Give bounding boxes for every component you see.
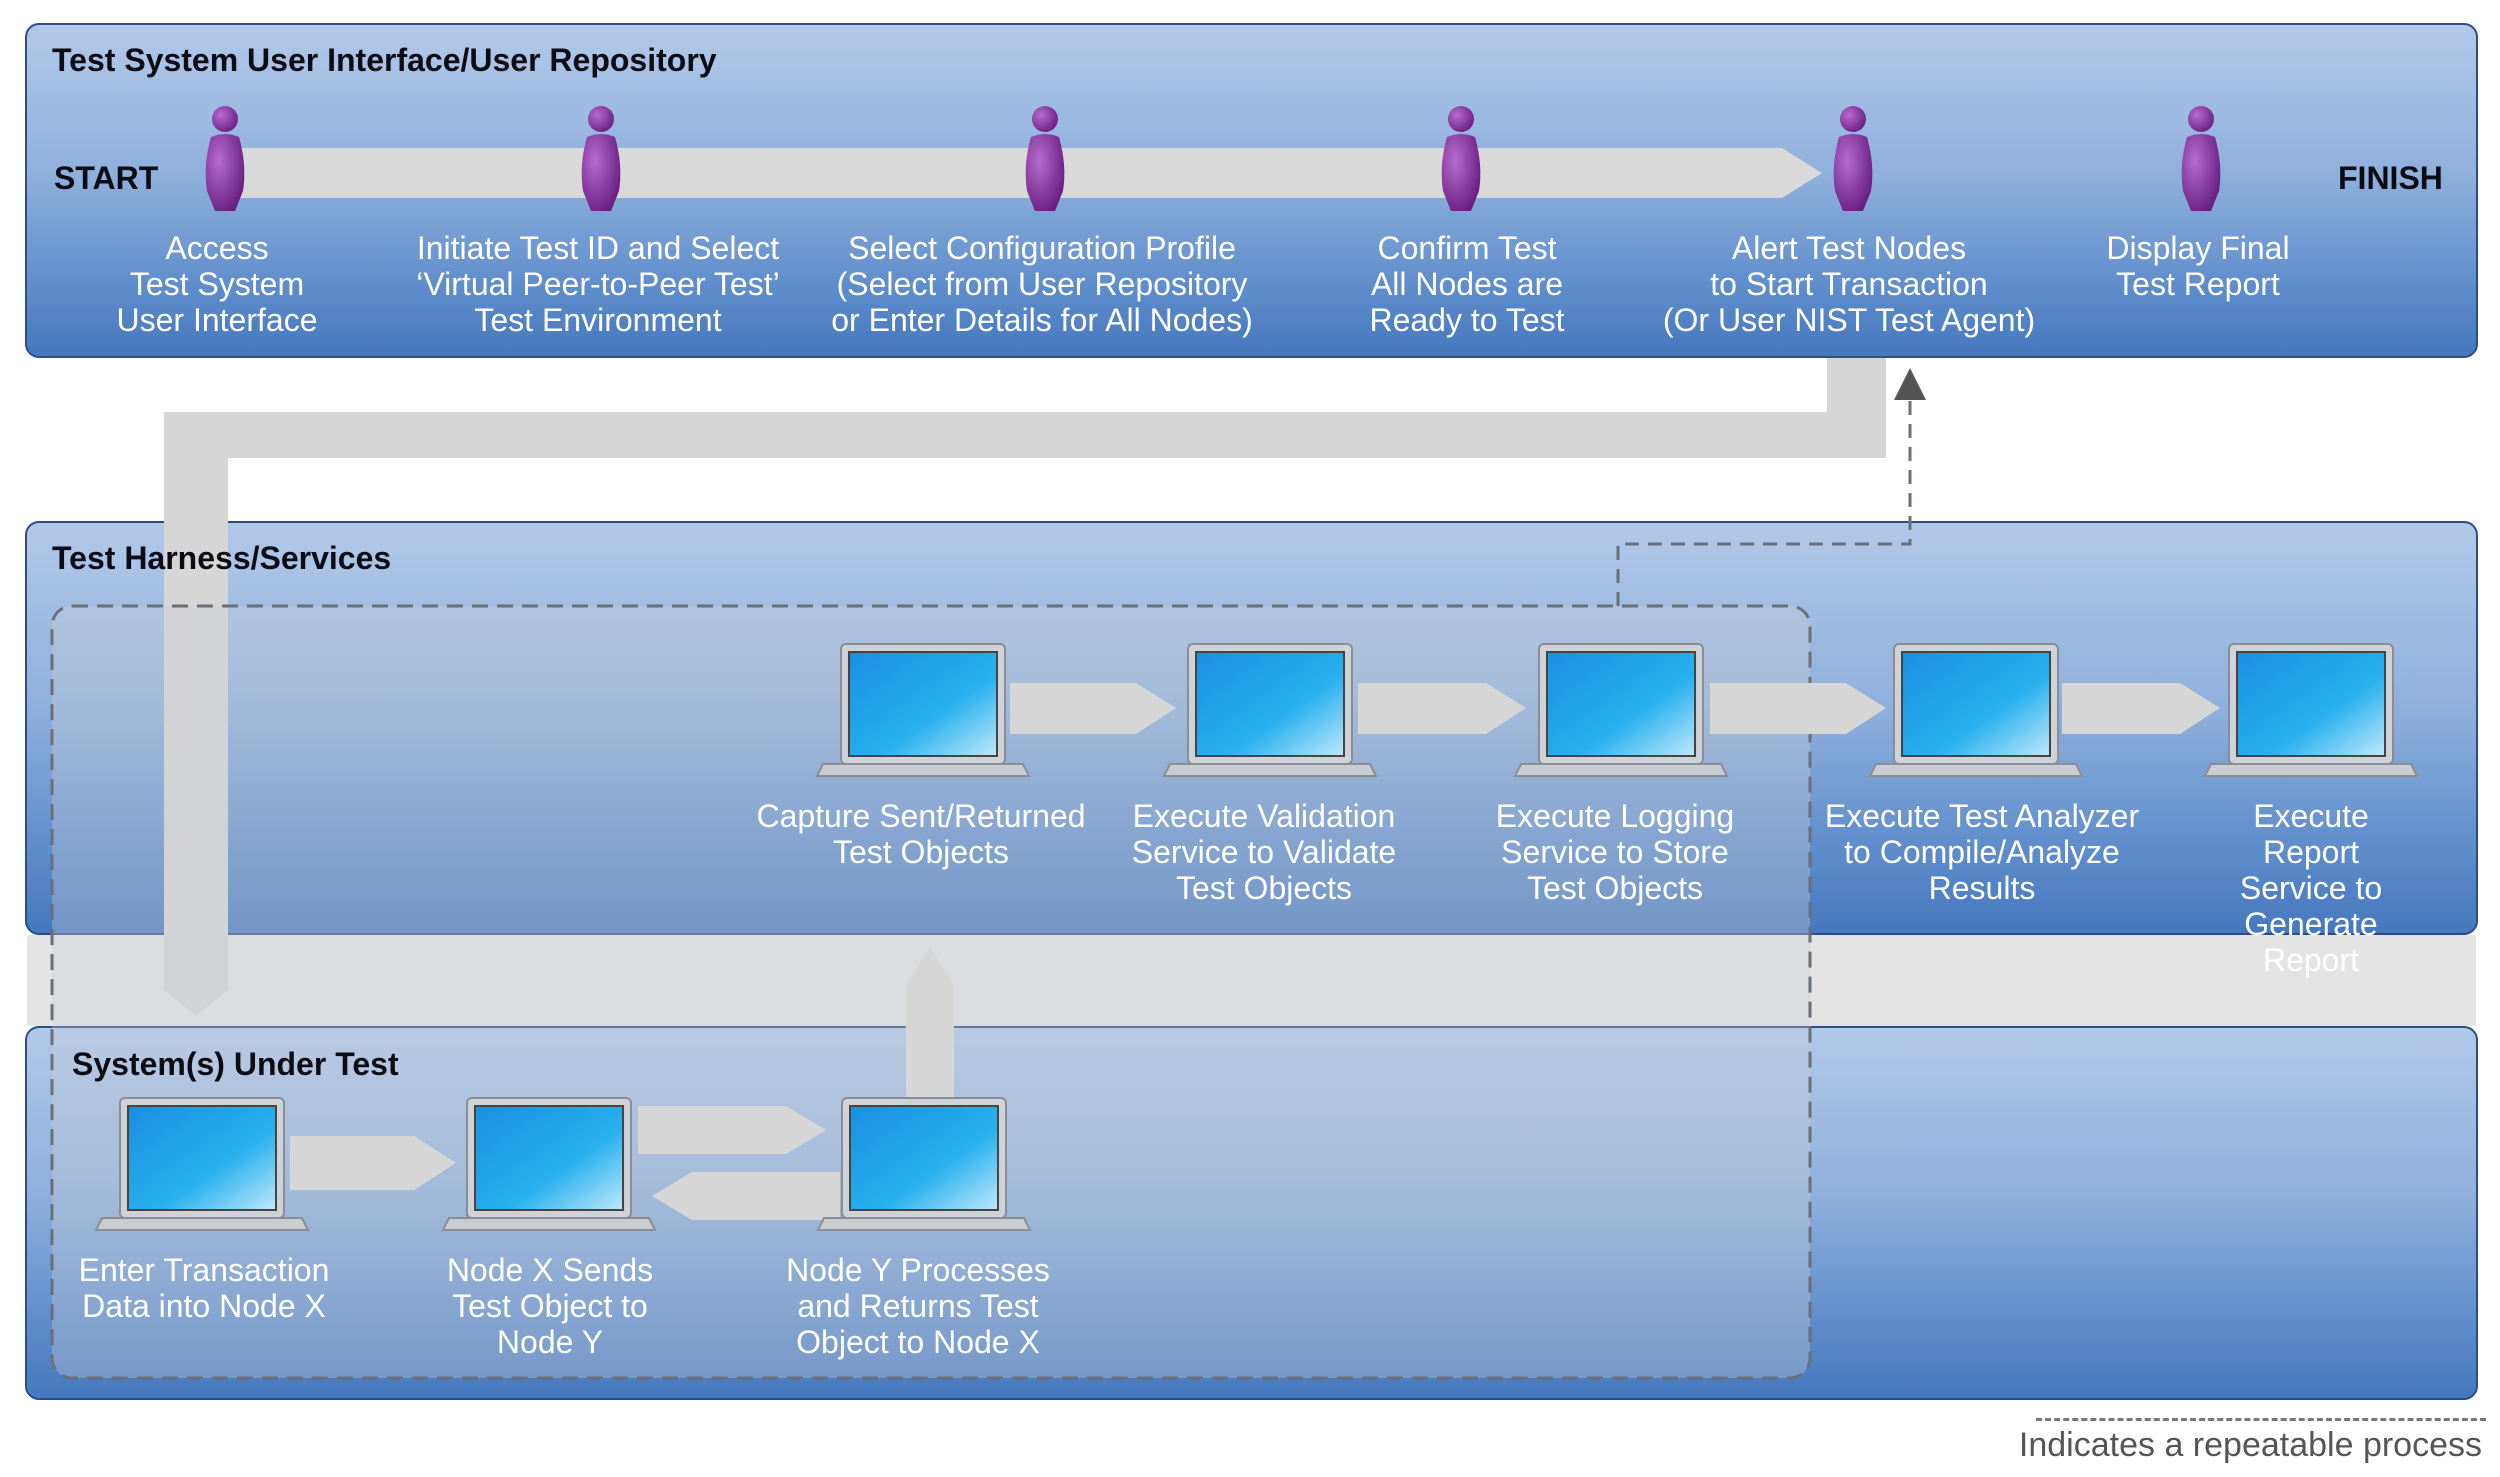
person-icon: [1025, 106, 1065, 211]
person-icon: [1441, 106, 1481, 211]
capture-up-arrow: [906, 946, 954, 1098]
laptop-icon: [95, 1097, 309, 1231]
step-label: Select Configuration Profile (Select fro…: [831, 230, 1253, 338]
sut-arrow-return: [652, 1172, 840, 1220]
harness-step-label: Execute Test Analyzer to Compile/Analyze…: [1824, 798, 2140, 906]
person-icon: [581, 106, 621, 211]
top-panel-title: Test System User Interface/User Reposito…: [52, 42, 717, 78]
laptop-icon: [1869, 643, 2083, 777]
legend-dashed-line: [2036, 1418, 2486, 1421]
harness-arrow-4: [2062, 683, 2220, 734]
feedback-dashed-line: [1616, 382, 1912, 606]
sut-panel: [25, 1026, 2478, 1400]
person-icon: [2181, 106, 2221, 211]
laptop-icon: [442, 1097, 656, 1231]
sut-step-label: Node Y Processes and Returns Test Object…: [786, 1252, 1050, 1360]
finish-label: FINISH: [2338, 160, 2443, 196]
person-icon: [1833, 106, 1873, 211]
step-label: Confirm Test All Nodes are Ready to Test: [1369, 230, 1565, 338]
harness-arrow-2: [1358, 683, 1526, 734]
sut-arrow-to-y: [638, 1106, 826, 1154]
laptop-icon: [817, 1097, 1031, 1231]
laptop-icon: [2204, 643, 2418, 777]
sut-arrow-x: [290, 1136, 456, 1190]
harness-step-label: Execute Logging Service to Store Test Ob…: [1495, 798, 1735, 906]
feedback-arrowhead: [1894, 368, 1926, 400]
start-transaction-arrow: [164, 358, 1886, 1016]
laptop-icon: [1514, 643, 1728, 777]
step-label: Access Test System User Interface: [116, 230, 318, 338]
start-label: START: [54, 160, 159, 196]
timeline-arrow: [225, 148, 1822, 198]
harness-panel-title: Test Harness/Services: [52, 540, 392, 576]
step-label: Display Final Test Report: [2106, 230, 2290, 302]
step-label: Initiate Test ID and Select ‘Virtual Pee…: [416, 230, 780, 338]
sut-panel-title: System(s) Under Test: [72, 1046, 399, 1082]
harness-step-label: Execute Report Service to Generate Repor…: [2239, 798, 2383, 978]
harness-arrow-1: [1010, 683, 1176, 734]
laptop-icon: [1163, 643, 1377, 777]
harness-arrow-3: [1710, 683, 1886, 734]
legend-text: Indicates a repeatable process: [2018, 1426, 2482, 1464]
sut-step-label: Enter Transaction Data into Node X: [78, 1252, 330, 1324]
transition-band: [27, 935, 2476, 1026]
harness-step-label: Capture Sent/Returned Test Objects: [756, 798, 1086, 870]
step-label: Alert Test Nodes to Start Transaction (O…: [1662, 230, 2036, 338]
harness-step-label: Execute Validation Service to Validate T…: [1131, 798, 1397, 906]
sut-laptops: [95, 1097, 1031, 1231]
person-icon: [205, 106, 245, 211]
laptop-icon: [816, 643, 1030, 777]
sut-step-label: Node X Sends Test Object to Node Y: [446, 1252, 654, 1360]
